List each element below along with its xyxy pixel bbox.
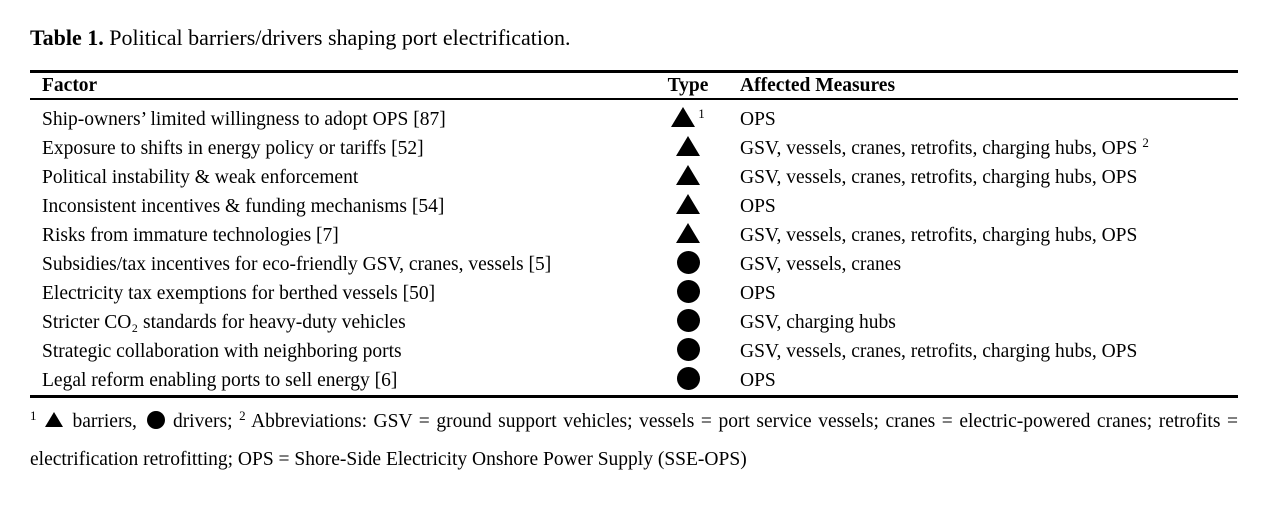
table-row: Exposure to shifts in energy policy or t… [30,134,1238,163]
table-row: Legal reform enabling ports to sell ener… [30,366,1238,397]
measures-text: GSV, vessels, cranes, retrofits, chargin… [740,341,1138,362]
factor-cell: Ship-owners’ limited willingness to adop… [42,109,446,130]
table-row: Risks from immature technologies [7] GSV,… [30,221,1238,250]
table-caption-label: Table 1. [30,25,104,50]
measures-cell: OPS [728,366,1238,397]
barrier-triangle-icon [676,136,700,156]
type-cell [648,308,728,337]
type-cell [648,163,728,192]
measures-cell: GSV, vessels, cranes, retrofits, chargin… [728,337,1238,366]
driver-circle-icon [676,309,700,332]
measures-footnote-marker: 2 [1142,135,1149,150]
factor-cell: Risks from immature technologies [7] [42,225,339,246]
driver-circle-icon [676,338,700,361]
barrier-triangle-icon [44,412,63,427]
barrier-triangle-icon [676,194,700,214]
measures-text: OPS [740,109,776,130]
driver-circle-icon [676,367,700,390]
footnote-marker-2: 2 [239,408,246,423]
table-row: Electricity tax exemptions for berthed v… [30,279,1238,308]
measures-text: GSV, vessels, cranes, retrofits, chargin… [740,138,1138,159]
header-type: Type [648,71,728,100]
factors-table: Factor Type Affected Measures Ship-owner… [30,70,1238,398]
barrier-triangle-icon [676,223,700,243]
measures-text: GSV, vessels, cranes, retrofits, chargin… [740,167,1138,188]
table-row: Stricter CO₂ standards for heavy-duty ve… [30,308,1238,337]
footnote-marker-1: 1 [30,408,37,423]
type-cell [648,221,728,250]
factor-cell: Political instability & weak enforcement [42,167,359,188]
table-row: Political instability & weak enforcement… [30,163,1238,192]
measures-text: OPS [740,370,776,391]
measures-cell: OPS [728,192,1238,221]
barrier-triangle-icon [676,165,700,185]
factor-cell: Strategic collaboration with neighboring… [42,341,402,362]
type-cell [648,337,728,366]
measures-cell: GSV, vessels, cranes [728,250,1238,279]
type-cell [648,134,728,163]
table-header: Factor Type Affected Measures [30,71,1238,100]
type-cell [648,192,728,221]
header-factor: Factor [30,71,648,100]
factor-cell: Legal reform enabling ports to sell ener… [42,370,398,391]
type-cell [648,279,728,308]
factor-cell: Subsidies/tax incentives for eco-friendl… [42,254,552,275]
factor-cell: Stricter CO₂ standards for heavy-duty ve… [42,312,406,333]
table-row: Ship-owners’ limited willingness to adop… [30,99,1238,134]
barrier-triangle-icon [671,107,696,127]
measures-cell: GSV, vessels, cranes, retrofits, chargin… [728,134,1238,163]
factor-cell: Electricity tax exemptions for berthed v… [42,283,436,304]
footnote-barriers-label: barriers, [72,411,137,432]
type-cell [648,366,728,397]
header-row: Factor Type Affected Measures [30,71,1238,100]
factor-cell: Exposure to shifts in energy policy or t… [42,138,424,159]
footnote: 1 barriers, drivers; 2 Abbreviations: GSV … [30,403,1238,479]
type-footnote-marker: 1 [698,106,705,121]
type-cell [648,250,728,279]
driver-circle-icon [676,280,700,303]
header-measures: Affected Measures [728,71,1238,100]
measures-text: GSV, charging hubs [740,312,896,333]
footnote-abbreviations: Abbreviations: GSV = ground support vehi… [30,411,1238,470]
table-row: Subsidies/tax incentives for eco-friendl… [30,250,1238,279]
measures-text: OPS [740,283,776,304]
table-row: Strategic collaboration with neighboring… [30,337,1238,366]
measures-text: OPS [740,196,776,217]
measures-cell: GSV, vessels, cranes, retrofits, chargin… [728,221,1238,250]
footnote-drivers-label: drivers; [172,411,233,432]
measures-cell: OPS [728,279,1238,308]
measures-cell: GSV, charging hubs [728,308,1238,337]
table-body: Ship-owners’ limited willingness to adop… [30,99,1238,397]
measures-cell: GSV, vessels, cranes, retrofits, chargin… [728,163,1238,192]
measures-text: GSV, vessels, cranes, retrofits, chargin… [740,225,1138,246]
driver-circle-icon [146,411,165,429]
table-caption: Table 1. Political barriers/drivers shap… [30,24,1238,52]
table-row: Inconsistent incentives & funding mechan… [30,192,1238,221]
type-cell: 1 [648,99,728,134]
table-caption-text: Political barriers/drivers shaping port … [103,25,571,50]
measures-cell: OPS [728,99,1238,134]
driver-circle-icon [676,251,700,274]
measures-text: GSV, vessels, cranes [740,254,902,275]
factor-cell: Inconsistent incentives & funding mechan… [42,196,445,217]
